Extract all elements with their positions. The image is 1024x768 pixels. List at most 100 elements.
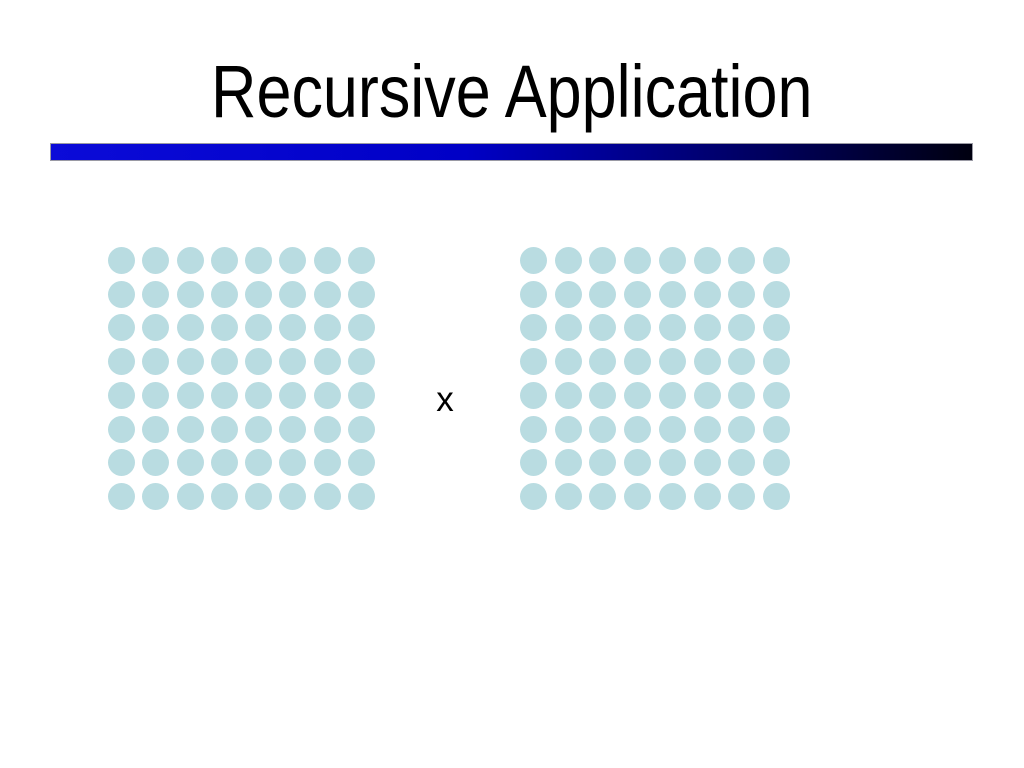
dot xyxy=(693,280,721,308)
dot xyxy=(624,482,652,510)
dot xyxy=(728,482,756,510)
dot xyxy=(554,348,582,376)
dot xyxy=(728,280,756,308)
dot xyxy=(108,247,135,274)
dot xyxy=(762,348,790,376)
dot xyxy=(624,280,652,308)
dot xyxy=(313,348,341,376)
dot xyxy=(762,482,790,510)
dot xyxy=(658,247,686,274)
multiplication-operator: x xyxy=(436,379,454,419)
dot xyxy=(176,482,204,510)
dot xyxy=(245,247,273,274)
dot xyxy=(693,482,721,510)
dot xyxy=(108,280,135,308)
dot-row xyxy=(520,415,790,443)
dot xyxy=(176,280,204,308)
dot xyxy=(245,314,273,342)
dot xyxy=(210,348,238,376)
dot xyxy=(176,381,204,409)
dot-row xyxy=(520,449,790,477)
dot xyxy=(210,280,238,308)
dot xyxy=(279,449,307,477)
dot xyxy=(589,247,617,274)
dot xyxy=(589,348,617,376)
dot xyxy=(347,449,375,477)
dot xyxy=(658,381,686,409)
dot-row xyxy=(520,348,790,376)
dot xyxy=(176,449,204,477)
dot xyxy=(589,314,617,342)
dot xyxy=(210,449,238,477)
dot xyxy=(279,247,307,274)
dot-grid-right xyxy=(520,247,790,510)
dot xyxy=(589,449,617,477)
dot xyxy=(279,482,307,510)
dot xyxy=(347,314,375,342)
dot-row xyxy=(520,482,790,510)
dot xyxy=(347,280,375,308)
dot xyxy=(520,280,547,308)
dot xyxy=(658,348,686,376)
dot-row xyxy=(108,247,375,274)
dot xyxy=(520,247,547,274)
dot xyxy=(728,415,756,443)
dot xyxy=(108,314,135,342)
dot xyxy=(176,348,204,376)
dot xyxy=(520,348,547,376)
dot xyxy=(728,449,756,477)
dot xyxy=(108,381,135,409)
dot xyxy=(142,348,170,376)
dot xyxy=(142,247,170,274)
dot xyxy=(142,482,170,510)
dot xyxy=(313,415,341,443)
dot xyxy=(658,280,686,308)
dot xyxy=(108,449,135,477)
dot xyxy=(728,381,756,409)
dot xyxy=(142,381,170,409)
dot xyxy=(624,247,652,274)
dot xyxy=(554,280,582,308)
dot xyxy=(554,314,582,342)
dot xyxy=(279,381,307,409)
dot xyxy=(624,449,652,477)
dot xyxy=(520,449,547,477)
dot xyxy=(589,280,617,308)
dot xyxy=(108,348,135,376)
dot-row xyxy=(520,280,790,308)
dot xyxy=(142,280,170,308)
dot-grid-left xyxy=(108,247,375,510)
dot xyxy=(313,449,341,477)
dot xyxy=(693,415,721,443)
dot xyxy=(693,348,721,376)
dot xyxy=(347,415,375,443)
dot xyxy=(313,247,341,274)
dot xyxy=(762,247,790,274)
dot xyxy=(554,415,582,443)
dot-row xyxy=(108,482,375,510)
dot xyxy=(313,314,341,342)
dot xyxy=(279,348,307,376)
dot xyxy=(313,280,341,308)
dot xyxy=(210,415,238,443)
dot xyxy=(624,348,652,376)
dot xyxy=(693,381,721,409)
dot xyxy=(108,415,135,443)
dot xyxy=(210,314,238,342)
dot xyxy=(589,482,617,510)
dot xyxy=(762,449,790,477)
dot xyxy=(245,381,273,409)
dot xyxy=(142,449,170,477)
dot xyxy=(210,381,238,409)
dot xyxy=(624,415,652,443)
page-title: Recursive Application xyxy=(0,55,1024,129)
dot-row xyxy=(108,415,375,443)
dot xyxy=(520,314,547,342)
dot xyxy=(245,482,273,510)
dot xyxy=(108,482,135,510)
dot xyxy=(142,314,170,342)
dot xyxy=(520,381,547,409)
dot-row xyxy=(520,314,790,342)
page-title-text: Recursive Application xyxy=(211,50,813,133)
